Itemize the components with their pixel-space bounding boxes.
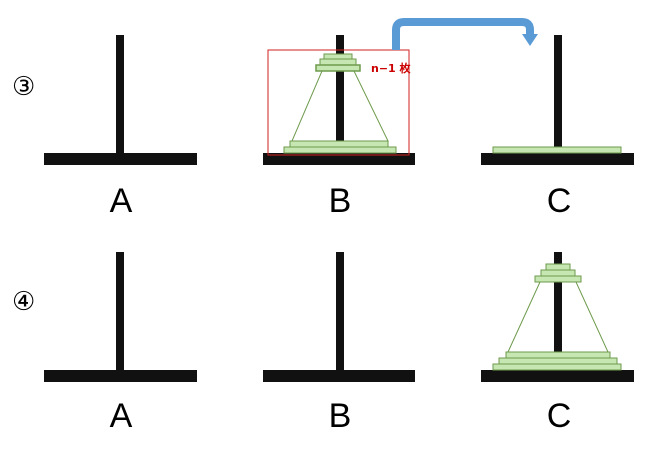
move-arrow <box>392 18 538 50</box>
peg-c-top-pole <box>554 35 562 160</box>
disk <box>492 363 622 371</box>
peg-c-top-base <box>481 153 634 165</box>
n-minus-1-note: n−1 枚 <box>371 61 412 75</box>
peg-c-bottom-label: C <box>547 397 572 435</box>
peg-a-bottom-base <box>44 370 197 382</box>
step-4: ④ A B C <box>12 252 634 435</box>
peg-b-bottom-label: B <box>329 397 352 435</box>
disk-stack-c <box>492 263 622 371</box>
peg-a-top-base <box>44 153 197 165</box>
disk <box>534 275 582 283</box>
disk <box>319 58 357 66</box>
peg-c-top <box>481 35 634 165</box>
disk-stack-b <box>283 53 397 154</box>
peg-a-bottom <box>44 252 197 382</box>
peg-c-top-label: C <box>547 182 572 220</box>
peg-b-bottom-pole <box>336 252 344 377</box>
step-3: ③ A n−1 枚 B <box>12 18 634 220</box>
peg-c-bottom-base <box>481 370 634 382</box>
disk <box>498 357 618 365</box>
disk <box>283 146 397 154</box>
peg-b-top-label: B <box>329 182 352 220</box>
moving-group-highlight <box>267 49 410 156</box>
peg-a-bottom-label: A <box>110 397 133 435</box>
peg-b-top-base <box>263 153 415 165</box>
disk <box>545 263 571 271</box>
disk <box>492 146 622 154</box>
step-3-number: ③ <box>12 72 35 102</box>
peg-a-bottom-pole <box>116 252 124 377</box>
peg-a-top <box>44 35 197 165</box>
disk <box>505 351 611 359</box>
peg-a-top-pole <box>116 35 124 160</box>
peg-b-top-pole <box>336 35 344 160</box>
disk <box>289 140 389 148</box>
peg-c-bottom-pole <box>554 252 562 377</box>
step-4-number: ④ <box>12 287 35 317</box>
peg-c-bottom <box>481 252 634 382</box>
peg-b-bottom <box>263 252 415 382</box>
peg-b-top: n−1 枚 <box>263 35 415 165</box>
peg-a-top-label: A <box>110 182 133 220</box>
disk <box>315 64 361 72</box>
disk <box>323 53 353 60</box>
disk <box>540 269 576 277</box>
peg-b-bottom-base <box>263 370 415 382</box>
